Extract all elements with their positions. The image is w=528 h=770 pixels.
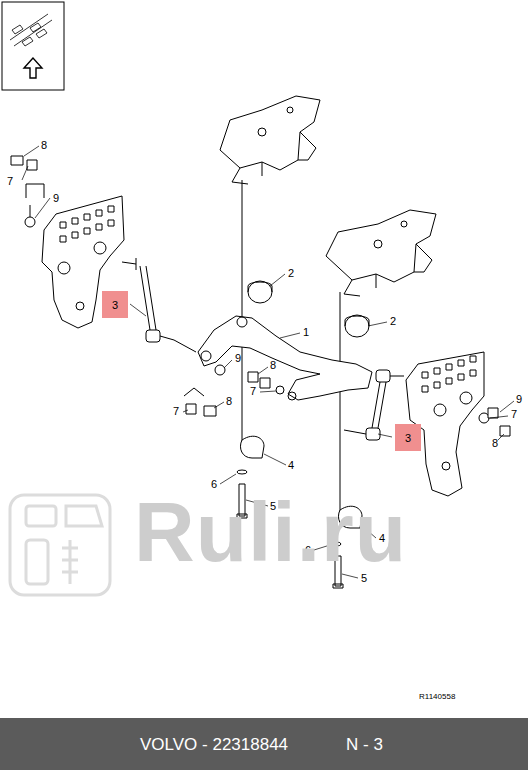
page-code: N - 3 [346,736,383,753]
callout-number: 7 [173,406,179,417]
callout-number: 8 [41,140,47,151]
callout-number: 3 [112,299,118,311]
callout-number: 2 [288,268,294,279]
callout-number: 7 [7,176,13,187]
watermark: Ruli.ru [134,490,407,574]
callout-number: 7 [511,409,517,420]
callout-number: 8 [492,438,498,449]
callout-number: 3 [405,432,411,444]
callout-number: 5 [361,573,367,584]
part-number: VOLVO - 22318844 [140,736,288,753]
callout-number: 9 [235,353,241,364]
callout-number: 6 [211,479,217,490]
callout-number: 4 [288,460,294,471]
callout-number: 8 [226,396,232,407]
highlight-callout: 3 [395,424,421,451]
callout-number: 7 [250,386,256,397]
reference-code: R1140558 [419,693,455,701]
callout-number: 9 [53,193,59,204]
callout-number: 9 [516,394,522,405]
callout-number: 1 [303,327,309,338]
callout-number: 8 [270,360,276,371]
callout-number: 2 [390,316,396,327]
highlight-callout: 3 [102,291,128,318]
